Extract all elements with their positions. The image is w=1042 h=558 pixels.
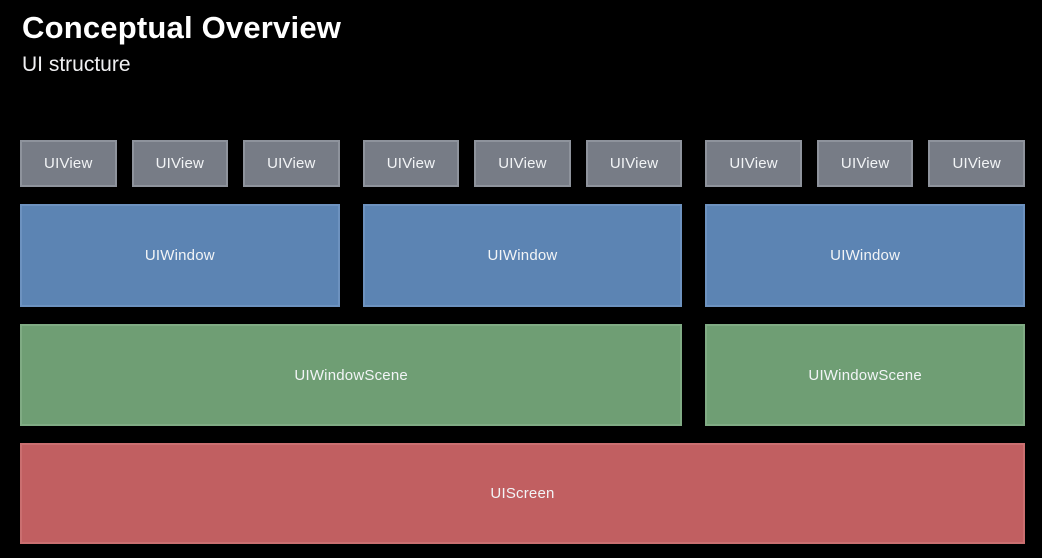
- uiview-group-1: UIView UIView UIView: [20, 140, 340, 187]
- page-title: Conceptual Overview: [22, 10, 342, 45]
- uiview-box: UIView: [243, 140, 340, 187]
- uiview-box: UIView: [816, 140, 914, 187]
- ui-structure-diagram: UIView UIView UIView UIView UIView UIVie…: [20, 140, 1025, 544]
- uiview-box: UIView: [928, 140, 1025, 187]
- uiview-box: UIView: [705, 140, 802, 187]
- uiwindow-box-1: UIWindow: [20, 204, 340, 307]
- slide-header: Conceptual Overview UI structure: [22, 10, 341, 77]
- uiscreen-box: UIScreen: [20, 443, 1025, 544]
- uiwindow-box-3: UIWindow: [705, 204, 1025, 307]
- uiview-box: UIView: [585, 140, 683, 187]
- uiview-group-3: UIView UIView UIView: [705, 140, 1025, 187]
- uiwindow-box-2: UIWindow: [362, 204, 683, 307]
- uiwindowscene-box-2: UIWindowScene: [705, 324, 1025, 426]
- page-subtitle: UI structure: [22, 52, 131, 76]
- uiview-box: UIView: [20, 140, 117, 187]
- uiwindowscene-box-1: UIWindowScene: [20, 324, 683, 426]
- uiview-group-2: UIView UIView UIView: [362, 140, 683, 187]
- uiview-box: UIView: [131, 140, 229, 187]
- uiview-box: UIView: [474, 140, 571, 187]
- uiview-box: UIView: [362, 140, 460, 187]
